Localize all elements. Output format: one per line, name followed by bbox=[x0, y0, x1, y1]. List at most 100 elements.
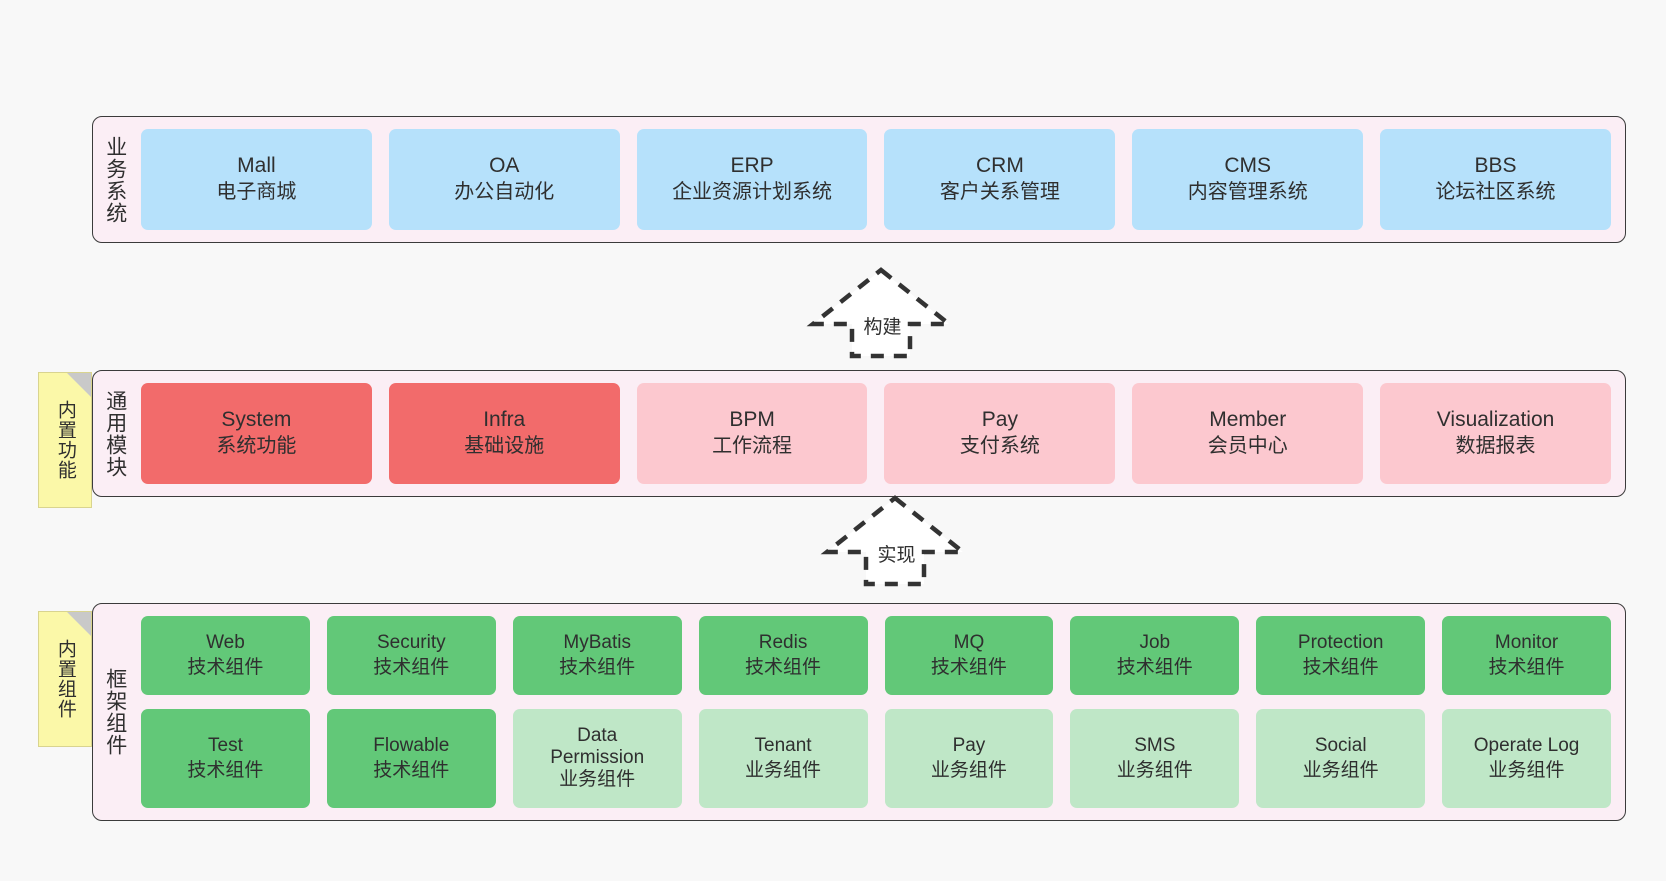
card-pay[interactable]: Pay 支付系统 bbox=[884, 383, 1116, 484]
card-monitor[interactable]: Monitor 技术组件 bbox=[1442, 616, 1611, 696]
card-title-en: Job bbox=[1139, 632, 1171, 654]
arrow-label-build: 构建 bbox=[863, 317, 902, 338]
hollow-arrow-up-icon bbox=[820, 495, 970, 587]
card-test[interactable]: Test 技术组件 bbox=[141, 709, 310, 808]
card-title-en: Pay bbox=[952, 735, 986, 757]
card-title-cn: 论坛社区系统 bbox=[1435, 181, 1556, 204]
card-title-cn: 企业资源计划系统 bbox=[672, 181, 833, 204]
card-title-cn: 办公自动化 bbox=[454, 181, 555, 204]
card-title-en: Flowable bbox=[373, 735, 450, 757]
note-label: 内置组件 bbox=[54, 639, 76, 719]
card-title-en: Tenant bbox=[754, 735, 812, 757]
card-crm[interactable]: CRM 客户关系管理 bbox=[884, 129, 1116, 230]
layer-body-business: Mall 电子商城 OA 办公自动化 ERP 企业资源计划系统 CRM 客户关系… bbox=[137, 117, 1625, 242]
arrow-implement: 实现 bbox=[820, 494, 970, 587]
card-title-en: Mall bbox=[237, 154, 276, 178]
card-sms[interactable]: SMS 业务组件 bbox=[1070, 709, 1240, 808]
card-pay-business[interactable]: Pay 业务组件 bbox=[884, 709, 1054, 808]
card-oa[interactable]: OA 办公自动化 bbox=[388, 129, 620, 230]
card-title-cn: 业务组件 bbox=[745, 759, 822, 781]
card-web[interactable]: Web 技术组件 bbox=[141, 616, 310, 696]
card-job[interactable]: Job 技术组件 bbox=[1070, 616, 1240, 696]
card-title-cn: 基础设施 bbox=[464, 435, 545, 458]
card-title-cn: 内容管理系统 bbox=[1187, 181, 1308, 204]
card-mq[interactable]: MQ 技术组件 bbox=[884, 616, 1054, 696]
card-title-en: ERP bbox=[730, 154, 774, 178]
card-title-en: Protection bbox=[1297, 632, 1384, 654]
card-system[interactable]: System 系统功能 bbox=[141, 383, 372, 484]
card-row: Mall 电子商城 OA 办公自动化 ERP 企业资源计划系统 CRM 客户关系… bbox=[141, 129, 1611, 230]
card-title-en: Member bbox=[1209, 408, 1287, 432]
card-title-en: BPM bbox=[729, 408, 775, 432]
card-tenant[interactable]: Tenant 业务组件 bbox=[698, 709, 868, 808]
card-title-en: MyBatis bbox=[563, 632, 631, 654]
card-flowable[interactable]: Flowable 技术组件 bbox=[326, 709, 496, 808]
card-title-en: Data Permission bbox=[550, 724, 645, 768]
note-label: 内置功能 bbox=[54, 400, 76, 480]
card-mybatis[interactable]: MyBatis 技术组件 bbox=[512, 616, 682, 696]
card-title-cn: 技术组件 bbox=[1488, 656, 1565, 678]
card-title-en: OA bbox=[489, 154, 520, 178]
layer-title-business: 业务系统 bbox=[103, 135, 127, 224]
card-infra[interactable]: Infra 基础设施 bbox=[388, 383, 620, 484]
card-title-cn: 技术组件 bbox=[187, 759, 264, 781]
card-title-cn: 系统功能 bbox=[216, 435, 297, 458]
card-title-cn: 客户关系管理 bbox=[939, 181, 1060, 204]
card-row: Test 技术组件 Flowable 技术组件 Data Permission … bbox=[141, 709, 1611, 808]
card-title-cn: 数据报表 bbox=[1455, 435, 1536, 458]
card-title-en: MQ bbox=[953, 632, 985, 654]
card-title-en: SMS bbox=[1134, 735, 1176, 757]
layer-title-framework: 框架组件 bbox=[103, 668, 127, 756]
card-mall[interactable]: Mall 电子商城 bbox=[141, 129, 372, 230]
card-erp[interactable]: ERP 企业资源计划系统 bbox=[636, 129, 868, 230]
card-title-cn: 技术组件 bbox=[745, 656, 822, 678]
layer-title-common: 通用模块 bbox=[103, 389, 127, 478]
card-title-en: Web bbox=[206, 632, 245, 654]
card-social[interactable]: Social 业务组件 bbox=[1256, 709, 1426, 808]
card-title-cn: 业务组件 bbox=[1116, 759, 1193, 781]
card-title-en: Visualization bbox=[1436, 408, 1555, 432]
card-title-cn: 技术组件 bbox=[559, 656, 636, 678]
card-cms[interactable]: CMS 内容管理系统 bbox=[1132, 129, 1364, 230]
layer-business-systems: 业务系统 Mall 电子商城 OA 办公自动化 ERP 企业资源计划系统 CRM… bbox=[92, 116, 1626, 243]
card-bbs[interactable]: BBS 论坛社区系统 bbox=[1380, 129, 1611, 230]
card-title-cn: 技术组件 bbox=[373, 759, 450, 781]
card-title-cn: 工作流程 bbox=[712, 435, 793, 458]
layer-body-common: System 系统功能 Infra 基础设施 BPM 工作流程 Pay 支付系统… bbox=[137, 371, 1625, 496]
card-visualization[interactable]: Visualization 数据报表 bbox=[1380, 383, 1611, 484]
hollow-arrow-up-icon bbox=[806, 267, 956, 359]
card-title-cn: 业务组件 bbox=[1302, 759, 1379, 781]
card-title-en: CMS bbox=[1224, 154, 1272, 178]
card-title-en: BBS bbox=[1474, 154, 1517, 178]
card-redis[interactable]: Redis 技术组件 bbox=[698, 616, 868, 696]
card-title-cn: 技术组件 bbox=[1116, 656, 1193, 678]
card-security[interactable]: Security 技术组件 bbox=[326, 616, 496, 696]
layer-framework-components: 框架组件 Web 技术组件 Security 技术组件 MyBatis 技术组件… bbox=[92, 603, 1626, 821]
layer-common-modules: 通用模块 System 系统功能 Infra 基础设施 BPM 工作流程 Pay… bbox=[92, 370, 1626, 497]
card-title-cn: 技术组件 bbox=[187, 656, 264, 678]
card-row: Web 技术组件 Security 技术组件 MyBatis 技术组件 Redi… bbox=[141, 616, 1611, 696]
folded-corner-icon bbox=[67, 612, 91, 636]
card-title-cn: 会员中心 bbox=[1207, 435, 1288, 458]
card-title-en: Monitor bbox=[1494, 632, 1559, 654]
card-title-cn: 支付系统 bbox=[959, 435, 1040, 458]
note-builtin-components: 内置组件 bbox=[38, 611, 92, 747]
layer-body-framework: Web 技术组件 Security 技术组件 MyBatis 技术组件 Redi… bbox=[137, 604, 1625, 820]
card-title-en: System bbox=[221, 408, 292, 432]
card-operate-log[interactable]: Operate Log 业务组件 bbox=[1442, 709, 1611, 808]
card-title-cn: 技术组件 bbox=[1302, 656, 1379, 678]
card-title-en: Security bbox=[376, 632, 446, 654]
card-title-cn: 技术组件 bbox=[930, 656, 1007, 678]
card-member[interactable]: Member 会员中心 bbox=[1132, 383, 1364, 484]
card-row: System 系统功能 Infra 基础设施 BPM 工作流程 Pay 支付系统… bbox=[141, 383, 1611, 484]
note-builtin-features: 内置功能 bbox=[38, 372, 92, 508]
folded-corner-icon bbox=[67, 373, 91, 397]
card-data-permission[interactable]: Data Permission 业务组件 bbox=[512, 709, 682, 808]
card-title-en: Pay bbox=[981, 408, 1018, 432]
card-protection[interactable]: Protection 技术组件 bbox=[1256, 616, 1426, 696]
arrow-label-implement: 实现 bbox=[877, 545, 916, 566]
card-title-en: Social bbox=[1314, 735, 1367, 757]
card-title-cn: 技术组件 bbox=[373, 656, 450, 678]
card-bpm[interactable]: BPM 工作流程 bbox=[636, 383, 868, 484]
